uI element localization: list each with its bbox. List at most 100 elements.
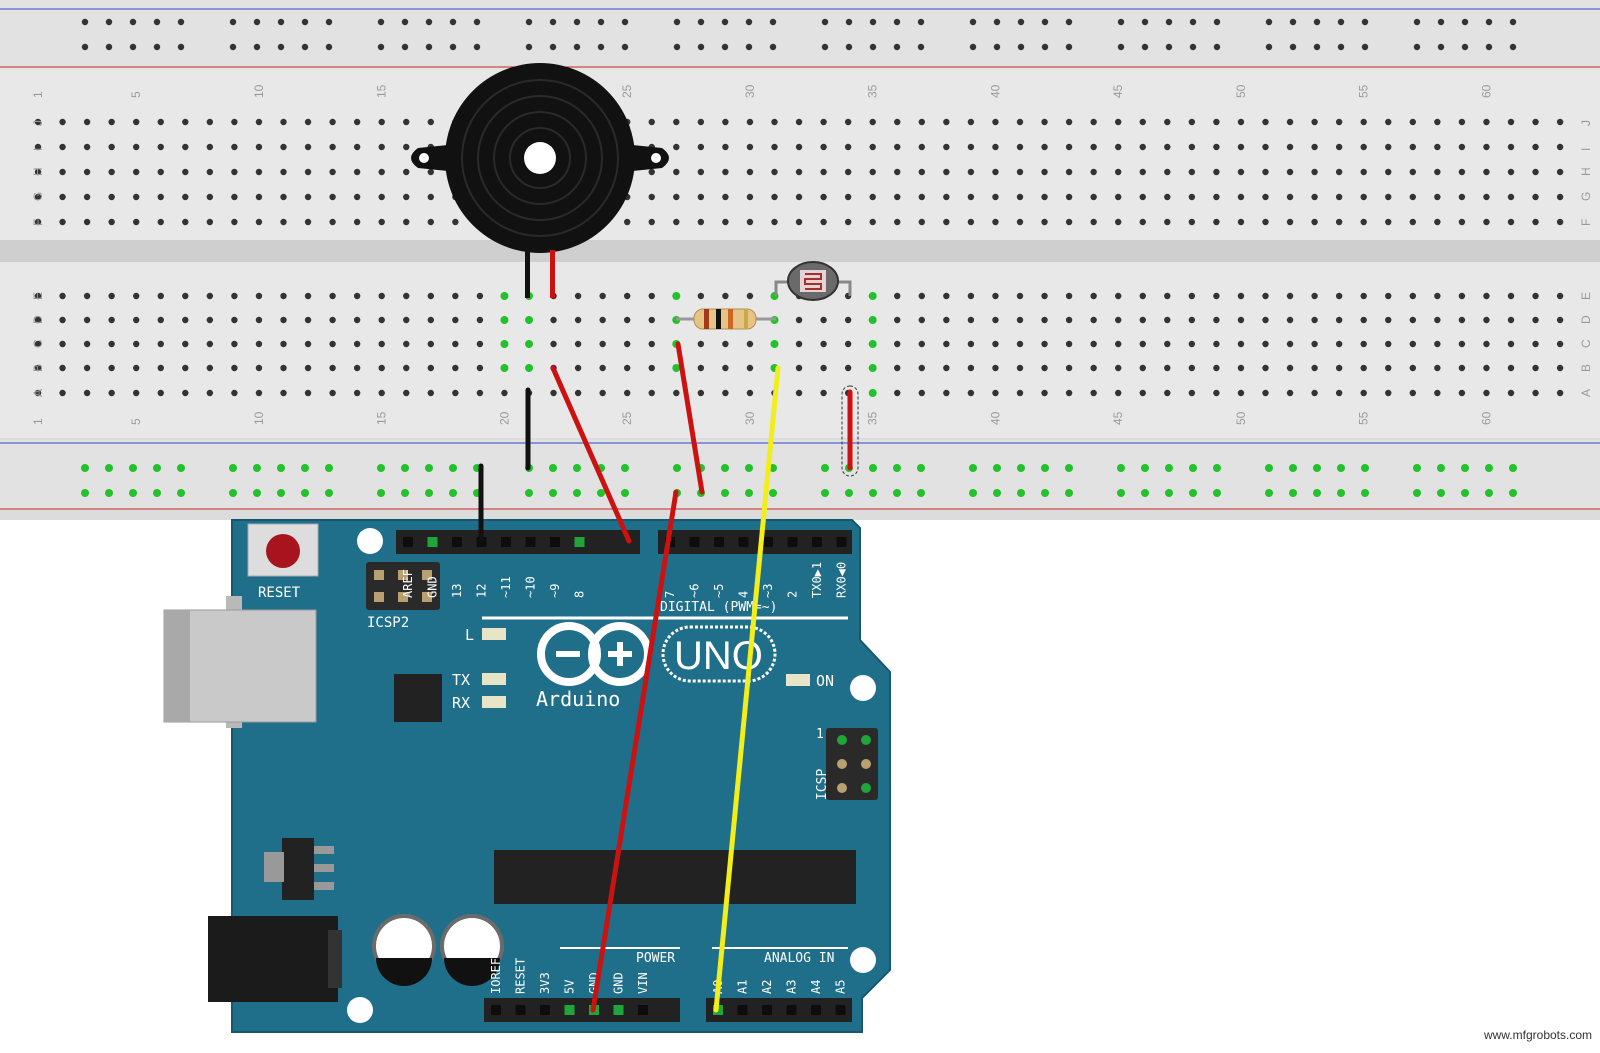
breadboard-hole xyxy=(1507,292,1515,300)
breadboard-hole xyxy=(771,143,778,151)
breadboard-hole xyxy=(157,389,164,397)
breadboard-hole xyxy=(1335,364,1343,372)
breadboard-hole xyxy=(844,340,852,348)
rail-hole xyxy=(745,18,753,26)
breadboard-hole xyxy=(1139,364,1146,372)
column-number: 1 xyxy=(31,91,45,98)
breadboard-hole xyxy=(1164,218,1171,226)
breadboard-hole xyxy=(1385,316,1392,324)
rail-hole xyxy=(377,489,385,497)
led-tx-label: TX xyxy=(452,671,470,689)
breadboard-hole xyxy=(869,143,876,151)
breadboard-hole xyxy=(918,316,925,324)
breadboard-hole xyxy=(34,168,42,176)
breadboard-hole xyxy=(108,292,115,300)
breadboard-hole xyxy=(1090,118,1097,126)
breadboard-hole xyxy=(992,292,999,300)
rail-hole xyxy=(721,464,729,472)
breadboard-hole xyxy=(771,168,778,176)
breadboard-hole xyxy=(1213,389,1220,397)
breadboard-hole xyxy=(1164,364,1171,372)
dc-jack-body xyxy=(208,916,338,1002)
rail-hole xyxy=(1413,18,1421,26)
breadboard-hole xyxy=(1409,143,1417,151)
piezo-buzzer xyxy=(411,63,669,298)
breadboard-hole xyxy=(967,389,975,397)
breadboard-hole xyxy=(746,218,754,226)
rail-hole xyxy=(1413,489,1421,497)
breadboard-hole xyxy=(1507,364,1515,372)
breadboard-hole xyxy=(1065,143,1073,151)
rail-hole xyxy=(253,464,261,472)
dc-jack-rim xyxy=(328,930,342,988)
breadboard-hole xyxy=(1139,316,1146,324)
logo-minus xyxy=(556,651,580,657)
breadboard-hole xyxy=(1409,389,1417,397)
breadboard-hole xyxy=(1335,340,1343,348)
breadboard-hole xyxy=(1360,364,1367,372)
power-rail-bottom xyxy=(0,440,1600,510)
breadboard-hole xyxy=(452,292,459,300)
watermark: www.mfgrobots.com xyxy=(1483,1028,1592,1042)
rail-hole xyxy=(1165,43,1173,51)
breadboard-hole xyxy=(255,340,263,348)
breadboard-hole xyxy=(1458,340,1466,348)
breadboard-hole xyxy=(820,218,827,226)
breadboard-hole xyxy=(427,364,434,372)
rail-hole xyxy=(525,18,533,26)
buzzer-tab-left xyxy=(411,145,448,171)
breadboard-hole xyxy=(1213,118,1220,126)
breadboard-hole xyxy=(1286,316,1294,324)
pin-label: 12 xyxy=(475,584,489,598)
breadboard-hole xyxy=(353,364,361,372)
pin-label: 4 xyxy=(737,591,751,598)
rail-hole xyxy=(549,464,557,472)
led-l xyxy=(482,628,506,640)
breadboard-hole xyxy=(255,193,263,201)
breadboard-hole xyxy=(182,118,189,126)
rail-hole xyxy=(425,43,433,51)
breadboard-hole xyxy=(353,193,361,201)
rail-hole xyxy=(153,464,161,472)
pin-label: 2 xyxy=(786,591,800,598)
rail-hole xyxy=(1461,43,1469,51)
breadboard-hole xyxy=(1164,193,1171,201)
breadboard-hole xyxy=(1458,389,1466,397)
breadboard-hole xyxy=(1139,218,1146,226)
breadboard-hole xyxy=(108,218,115,226)
pin-label: 5V xyxy=(563,980,577,994)
breadboard-hole xyxy=(648,193,655,201)
breadboard-hole xyxy=(771,118,778,126)
breadboard-hole xyxy=(1335,292,1343,300)
breadboard-hole xyxy=(992,340,999,348)
breadboard-hole xyxy=(746,143,754,151)
breadboard-hole xyxy=(1286,218,1294,226)
rail-hole xyxy=(1485,464,1493,472)
breadboard-hole xyxy=(918,118,925,126)
breadboard-hole xyxy=(525,364,533,372)
breadboard-hole xyxy=(501,389,508,397)
breadboard-hole xyxy=(673,143,680,151)
rail-hole xyxy=(1165,489,1173,497)
breadboard-hole xyxy=(844,193,852,201)
breadboard-hole xyxy=(34,364,42,372)
breadboard-hole xyxy=(182,218,189,226)
breadboard-hole xyxy=(34,193,42,201)
rail-hole xyxy=(229,43,237,51)
breadboard-hole xyxy=(1090,292,1097,300)
breadboard-hole xyxy=(550,316,557,324)
rail-hole xyxy=(177,489,185,497)
breadboard-hole xyxy=(1188,389,1196,397)
rail-hole xyxy=(1017,489,1025,497)
rail-hole xyxy=(1337,489,1345,497)
rail-hole xyxy=(129,43,137,51)
reset-button[interactable] xyxy=(247,523,319,577)
breadboard-hole xyxy=(918,364,925,372)
breadboard-hole xyxy=(157,143,164,151)
rail-hole xyxy=(1189,18,1197,26)
breadboard-hole xyxy=(1409,168,1417,176)
breadboard-hole xyxy=(673,389,680,397)
breadboard-hole xyxy=(59,364,66,372)
breadboard-hole xyxy=(59,143,66,151)
row-letter: E xyxy=(31,292,45,300)
